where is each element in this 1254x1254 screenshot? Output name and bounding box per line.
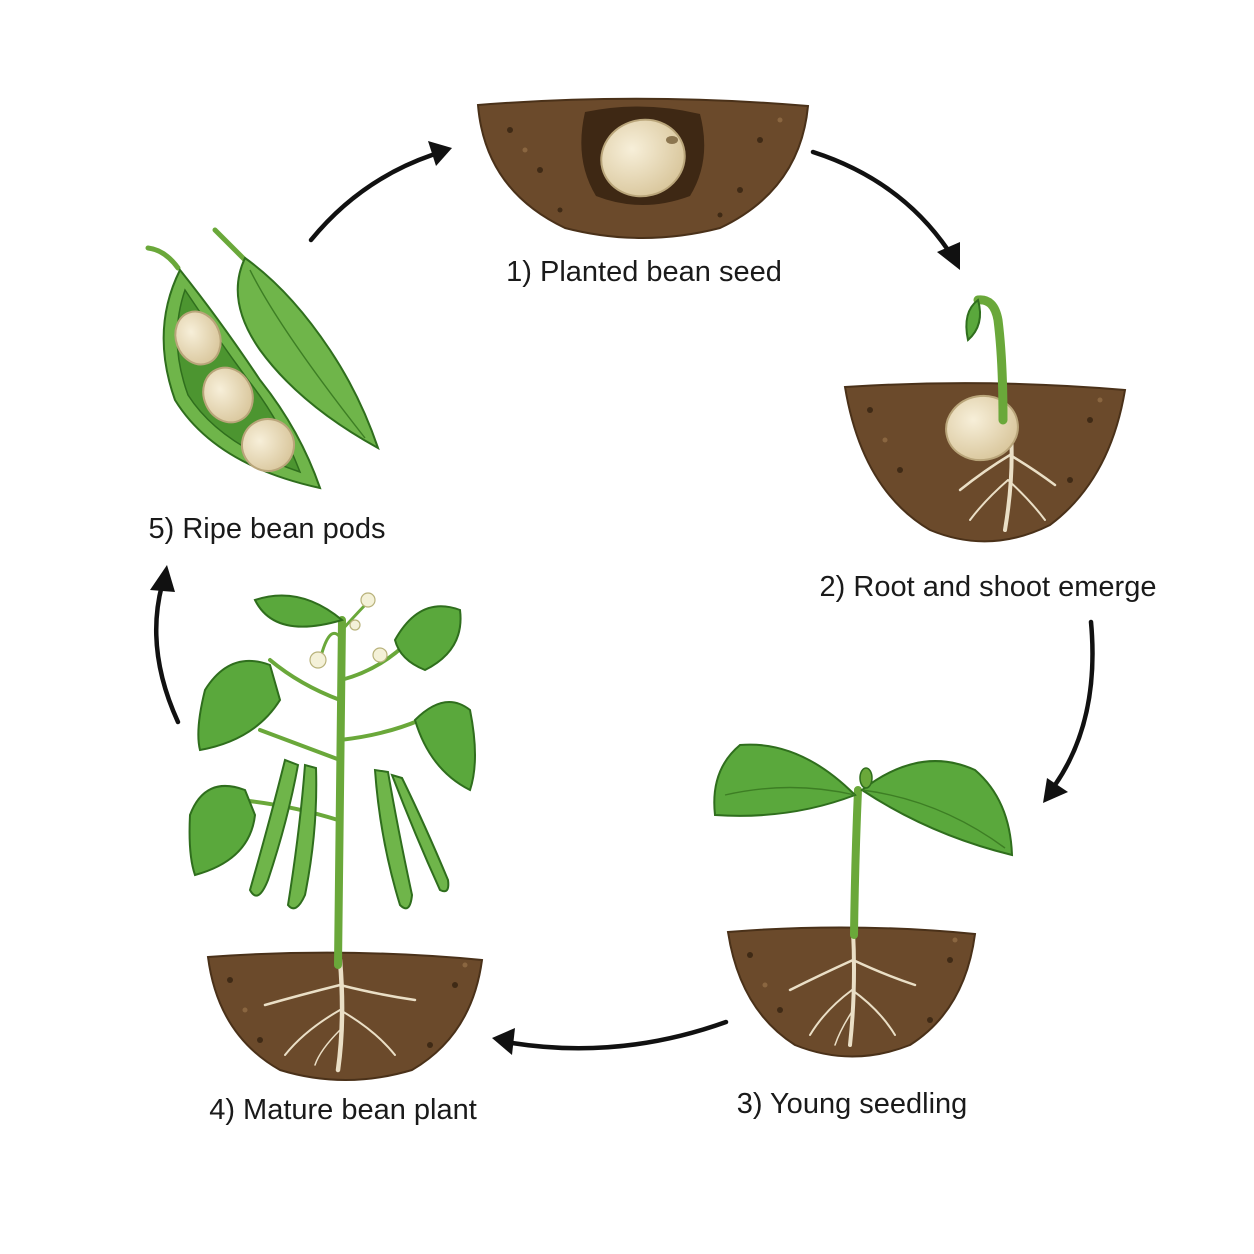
stage-3-right-leaf xyxy=(860,760,1014,857)
stage-4-flowers xyxy=(309,592,388,669)
arrow-3-to-4 xyxy=(492,1019,729,1055)
stage-1-planted-seed xyxy=(476,97,810,239)
stage-5-ripe-pods xyxy=(145,227,380,490)
stage-1-label: 1) Planted bean seed xyxy=(506,256,782,288)
stage-5-closed-pod xyxy=(236,256,380,451)
stage-2-soil-texture xyxy=(867,397,1103,483)
stage-4-main-stem xyxy=(334,616,346,969)
stage-1-soil-texture xyxy=(507,117,783,218)
stage-3-stem xyxy=(850,786,862,939)
stage-5-beans xyxy=(174,310,295,472)
stage-3-soil-texture xyxy=(747,937,958,1023)
stage-2-root-and-shoot xyxy=(843,295,1127,543)
stage-1-seed-hilum xyxy=(666,136,678,144)
stage-3-young-seedling xyxy=(713,743,1014,1058)
stage-4-soil xyxy=(206,951,484,1081)
stage-4-leaves xyxy=(188,594,476,877)
stage-3-label: 3) Young seedling xyxy=(737,1088,968,1120)
stage-4-label: 4) Mature bean plant xyxy=(209,1094,477,1126)
stage-4-soil-texture xyxy=(227,962,468,1048)
stage-3-roots xyxy=(788,928,917,1047)
arrow-4-to-5 xyxy=(150,565,181,725)
stage-4-roots xyxy=(263,957,417,1073)
stage-5-open-pod-stem xyxy=(145,245,181,271)
stage-2-shoot xyxy=(973,295,1008,425)
stage-4-bean-pods xyxy=(248,758,450,910)
stage-1-bean-seed xyxy=(600,118,686,198)
stage-3-soil xyxy=(726,926,977,1058)
stage-3-left-leaf xyxy=(713,743,857,817)
arrow-5-to-1 xyxy=(308,141,452,243)
stage-4-mature-plant xyxy=(188,592,484,1081)
arrow-1-to-2 xyxy=(810,149,960,270)
stage-2-label: 2) Root and shoot emerge xyxy=(820,571,1157,603)
arrow-2-to-3 xyxy=(1043,619,1095,803)
stage-5-label: 5) Ripe bean pods xyxy=(149,513,386,545)
stage-5-closed-pod-stem xyxy=(212,227,248,263)
stage-3-bud xyxy=(859,767,873,789)
stage-2-shoot-tip xyxy=(965,298,981,342)
